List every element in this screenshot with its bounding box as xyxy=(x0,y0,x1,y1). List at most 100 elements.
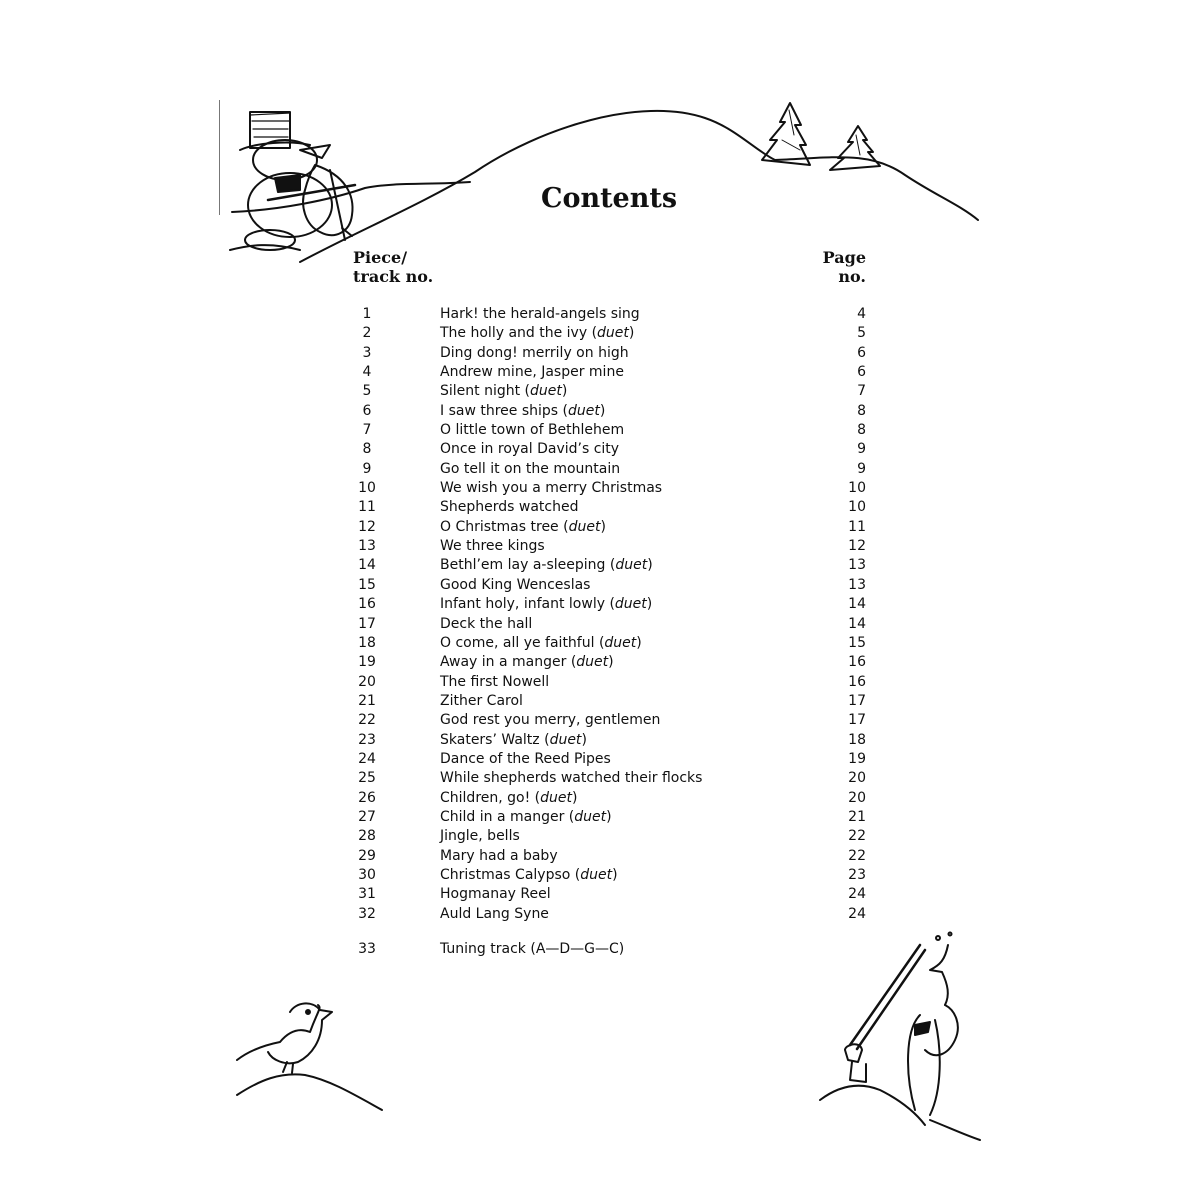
piece-title-text: Auld Lang Syne xyxy=(440,905,549,922)
piece-title: Skaters’ Waltz (duet) xyxy=(440,731,587,748)
piece-title-text: I saw three ships xyxy=(440,402,559,419)
piece-title: Good King Wenceslas xyxy=(440,576,826,595)
page-number: 19 xyxy=(848,750,866,767)
piece-title: O Christmas tree (duet) xyxy=(440,518,606,535)
page-header-line1: Page xyxy=(822,248,866,267)
track-number: 6 xyxy=(362,402,372,419)
piece-title-text: Hogmanay Reel xyxy=(440,886,551,903)
page-number: 7 xyxy=(857,383,866,400)
page-number: 17 xyxy=(848,692,866,709)
piece-title: Andrew mine, Jasper mine xyxy=(440,363,826,382)
page-number: 14 xyxy=(848,615,866,632)
piece-title: O come, all ye faithful (duet) xyxy=(440,634,642,651)
page-number: 13 xyxy=(848,576,866,593)
piece-title: We three kings xyxy=(440,537,826,556)
page-number: 24 xyxy=(848,905,866,922)
piece-title: O little town of Bethlehem xyxy=(440,421,826,440)
page-number: 15 xyxy=(848,634,866,651)
piece-title: Deck the hall xyxy=(440,615,826,634)
piece-title-text: Once in royal David’s city xyxy=(440,441,620,458)
track-number: 2 xyxy=(362,325,372,342)
piece-title-text: Shepherds watched xyxy=(440,499,579,516)
bird-on-cello-icon xyxy=(819,931,981,1141)
piece-title-text: Jingle, bells xyxy=(440,828,520,845)
page-number: 16 xyxy=(848,654,866,671)
piece-note: duet xyxy=(568,402,600,419)
piece-note: duet xyxy=(530,383,562,400)
piece-title-text: Go tell it on the mountain xyxy=(440,460,621,477)
page-number: 11 xyxy=(848,518,866,535)
track-number: 3 xyxy=(362,344,372,361)
page-number: 6 xyxy=(857,364,866,381)
piece-title-text: Bethl’em lay a-sleeping xyxy=(440,557,606,574)
piece-note: duet xyxy=(549,731,582,748)
page-number: 9 xyxy=(857,441,866,458)
page-header-line2: no. xyxy=(838,267,866,286)
hill-foreground xyxy=(231,181,471,213)
page-number: 16 xyxy=(848,673,866,690)
piece-title: While shepherds watched their flocks xyxy=(440,769,826,788)
track-number: 26 xyxy=(358,789,376,806)
tuning-row: 33 Tuning track (A—D—G—C) xyxy=(340,940,866,959)
track-number: 11 xyxy=(358,499,376,516)
piece-title: Infant holy, infant lowly (duet) xyxy=(440,596,653,613)
piece-title-text: Deck the hall xyxy=(440,615,533,632)
piece-title: Children, go! (duet) xyxy=(440,789,578,806)
piece-title-text: Christmas Calypso xyxy=(440,866,571,883)
page-number: 13 xyxy=(848,557,866,574)
page-number: 4 xyxy=(857,306,866,322)
pine-trees-icon xyxy=(761,102,881,171)
piece-title-text: The holly and the ivy xyxy=(440,325,588,342)
piece-title-text: Child in a manger xyxy=(440,808,565,825)
page-number: 23 xyxy=(848,866,866,883)
piece-title: The first Nowell xyxy=(440,673,826,692)
piece-title-text: Silent night xyxy=(440,383,521,400)
piece-note: duet xyxy=(614,596,647,613)
piece-note: duet xyxy=(574,808,607,825)
piece-title-text: O Christmas tree xyxy=(440,518,559,535)
page-number: 18 xyxy=(848,731,866,748)
piece-title: Ding dong! merrily on high xyxy=(440,344,826,363)
piece-title-text: Zither Carol xyxy=(440,692,523,709)
page-number: 12 xyxy=(848,538,866,555)
piece-header-line1: Piece/ xyxy=(353,248,408,267)
piece-title: We wish you a merry Christmas xyxy=(440,479,826,498)
page-number: 5 xyxy=(857,325,866,342)
piece-note: duet xyxy=(615,557,648,574)
piece-title: Child in a manger (duet) xyxy=(440,808,612,825)
page-number: 22 xyxy=(848,847,866,864)
track-number: 29 xyxy=(358,847,376,864)
piece-note: duet xyxy=(576,654,609,671)
track-number: 22 xyxy=(358,712,376,729)
track-number: 16 xyxy=(358,596,376,613)
piece-title: Hogmanay Reel xyxy=(440,885,826,904)
piece-title-text: While shepherds watched their flocks xyxy=(440,770,703,787)
page-number: 20 xyxy=(848,770,866,787)
piece-title-text: Skaters’ Waltz xyxy=(440,731,540,748)
piece-title: Hark! the herald-angels sing xyxy=(440,305,826,324)
track-number: 31 xyxy=(358,886,376,903)
track-number: 27 xyxy=(358,808,376,825)
page-number: 22 xyxy=(848,828,866,845)
piece-title-text: O little town of Bethlehem xyxy=(440,422,625,439)
piece-title-text: The first Nowell xyxy=(440,673,550,690)
